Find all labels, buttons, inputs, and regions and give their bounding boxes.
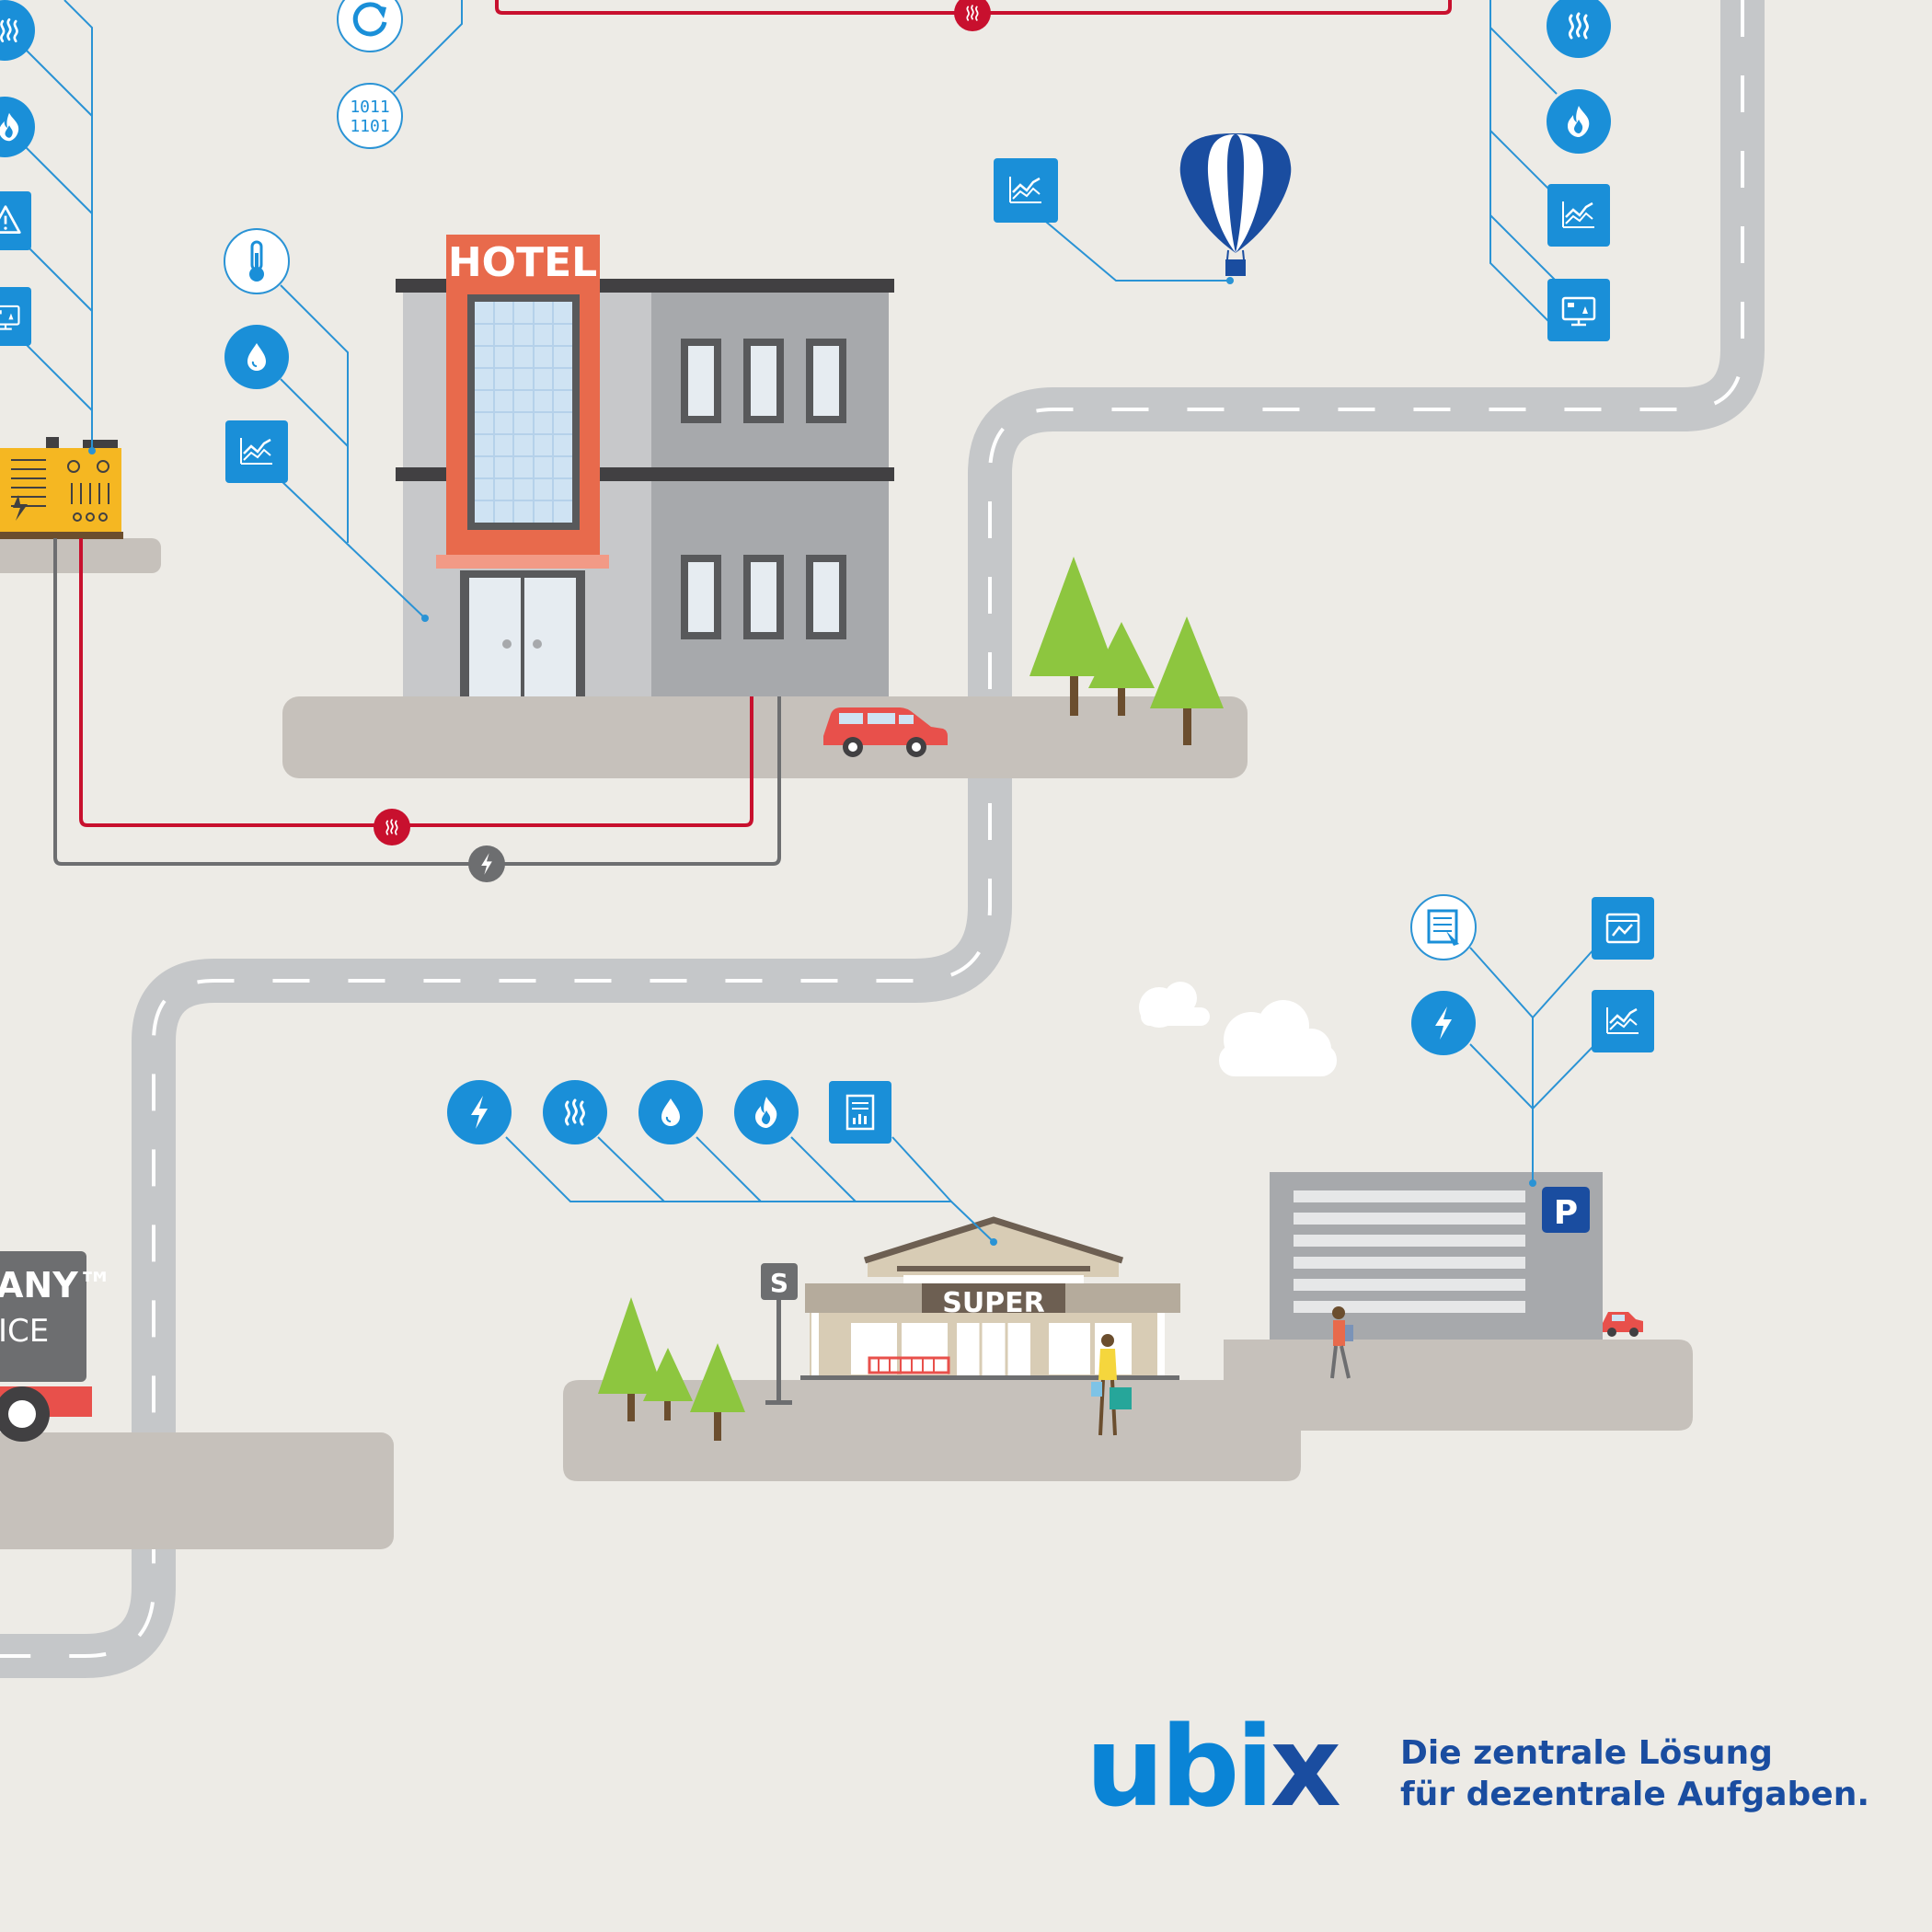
hot-air-balloon	[1179, 133, 1292, 276]
refresh-icon[interactable]	[337, 0, 403, 52]
brand-letter-x: x	[1270, 1704, 1340, 1832]
lightning-icon[interactable]	[447, 1080, 512, 1144]
binary-line1: 1011	[350, 98, 389, 117]
monitor-icon[interactable]	[1547, 279, 1610, 341]
report-icon[interactable]	[829, 1081, 891, 1144]
heat-junction-icon	[374, 809, 410, 845]
brand-letter-b: b	[1160, 1704, 1236, 1832]
tagline-line1: Die zentrale Lösung	[1400, 1734, 1773, 1772]
supermarket-building: SUPER	[800, 1216, 1180, 1380]
red-car	[823, 707, 948, 757]
water-drop-icon[interactable]	[224, 325, 289, 389]
chart-icon[interactable]	[1547, 184, 1610, 247]
connector-dots	[88, 277, 1536, 1246]
heat-junction-top-icon	[954, 0, 991, 31]
parking-garage: P	[1270, 1172, 1603, 1340]
parking-sign: P	[1554, 1194, 1578, 1232]
trees-supermarket	[598, 1297, 745, 1441]
chart-icon[interactable]	[225, 420, 288, 483]
thermometer-icon[interactable]	[224, 228, 290, 294]
binary-data-icon[interactable]: 1011 1101	[337, 83, 403, 149]
ubix-logo: ubix	[1086, 1704, 1343, 1832]
heat-icon[interactable]	[1547, 0, 1611, 58]
pedestrian-figure	[1330, 1306, 1353, 1379]
hotel-sign: HOTEL	[448, 239, 597, 286]
heat-icon[interactable]	[0, 0, 35, 61]
power-junction-icon	[468, 845, 505, 882]
flame-icon[interactable]	[734, 1080, 799, 1144]
lightning-icon[interactable]	[1411, 991, 1476, 1055]
small-red-car	[1603, 1312, 1643, 1337]
trees-hotel	[1029, 557, 1224, 745]
tagline-line2: für dezentrale Aufgaben.	[1400, 1776, 1869, 1813]
water-drop-icon[interactable]	[638, 1080, 703, 1144]
warning-icon[interactable]	[0, 191, 31, 250]
brand-letter-i: i	[1236, 1704, 1270, 1832]
chart-icon[interactable]	[1592, 990, 1654, 1052]
brand-letter-u: u	[1086, 1704, 1160, 1832]
binary-line2: 1101	[350, 117, 389, 136]
connector-lines	[19, 0, 1596, 1243]
bus-stop: S	[761, 1263, 798, 1405]
hotel-building: HOTEL	[396, 235, 894, 696]
meter-icon[interactable]	[1410, 894, 1477, 960]
flame-icon[interactable]	[1547, 89, 1611, 154]
platforms	[0, 538, 1693, 1549]
clouds	[1139, 982, 1337, 1076]
generator	[0, 437, 123, 539]
shopper-figure	[1091, 1334, 1132, 1436]
chart-icon[interactable]	[994, 158, 1058, 223]
flame-icon[interactable]	[0, 97, 35, 157]
truck-text-line1: ANY™	[0, 1265, 113, 1305]
dashboard-icon[interactable]	[1592, 897, 1654, 960]
svg-text:ubix: ubix	[1086, 1704, 1340, 1832]
heat-icon[interactable]	[543, 1080, 607, 1144]
bus-stop-sign: S	[770, 1268, 788, 1298]
monitor-icon[interactable]	[0, 287, 31, 346]
road	[0, 0, 1765, 1678]
truck-text-line2: ICE	[0, 1313, 49, 1350]
truck: ANY™ ICE	[0, 1251, 113, 1442]
